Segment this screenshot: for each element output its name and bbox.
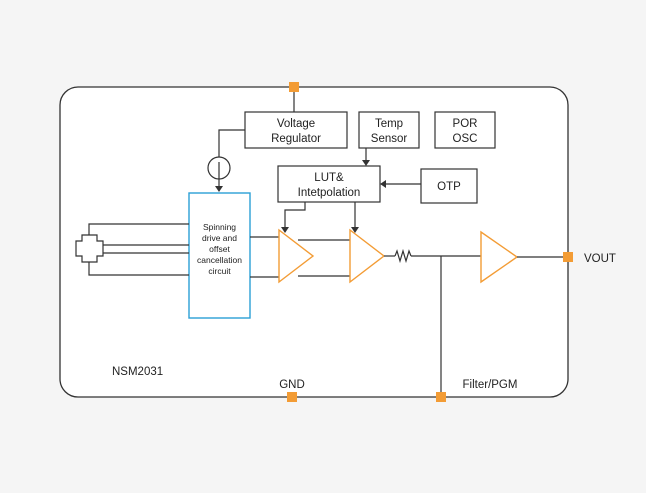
por-osc-block: POR OSC [434, 111, 496, 149]
vout-pin [563, 252, 573, 262]
temp-to-lut-arrowhead [362, 160, 370, 166]
voltage-regulator-label-1: Voltage [277, 118, 315, 130]
otp-block: OTP [420, 168, 478, 204]
lut-to-amp1-arrowhead [281, 227, 289, 233]
voltage-regulator-label-2: Regulator [271, 133, 321, 145]
temp-sensor-label-1: Temp [375, 118, 403, 130]
lut-to-amp1-wire [284, 202, 306, 230]
filter-pin [436, 392, 446, 402]
temp-sensor-label-2: Sensor [371, 133, 408, 145]
spinning-label-4: cancellation [197, 255, 242, 265]
voltage-regulator-block: Voltage Regulator [244, 111, 348, 149]
por-osc-label-2: OSC [453, 133, 478, 145]
chip-label: NSM2031 [112, 366, 163, 378]
gnd-pin [287, 392, 297, 402]
spinning-label-1: Spinning [203, 222, 236, 232]
lut-to-amp2-arrowhead [351, 227, 359, 233]
spinning-drive-block: Spinning drive and offset cancellation c… [188, 192, 251, 319]
otp-to-lut-arrowhead [380, 180, 386, 188]
lut-label-1: LUT& [314, 172, 344, 184]
supply-pin [289, 82, 299, 92]
resistor-icon [394, 248, 412, 264]
filter-pgm-label: Filter/PGM [463, 379, 518, 391]
spinning-label-3: offset [209, 244, 230, 254]
source-arrowhead [215, 186, 223, 192]
hall-wire-bottom [88, 262, 189, 276]
amplifier-1-icon [278, 228, 315, 284]
por-osc-label-1: POR [453, 118, 478, 130]
hall-sensor-icon [75, 234, 104, 263]
amplifier-3-icon [480, 230, 519, 284]
lut-label-2: Intetpolation [298, 187, 361, 199]
otp-label: OTP [437, 181, 461, 193]
spinning-label-2: drive and [202, 233, 237, 243]
hall-wire-top [88, 223, 189, 235]
spinning-label-5: circuit [208, 266, 231, 276]
gnd-label: GND [279, 379, 305, 391]
amplifier-2-icon [349, 228, 386, 284]
lut-interpolation-block: LUT& Intetpolation [277, 165, 381, 203]
temp-sensor-block: Temp Sensor [358, 111, 420, 149]
regulator-to-source-wire [218, 129, 245, 157]
vout-label: VOUT [584, 253, 616, 265]
